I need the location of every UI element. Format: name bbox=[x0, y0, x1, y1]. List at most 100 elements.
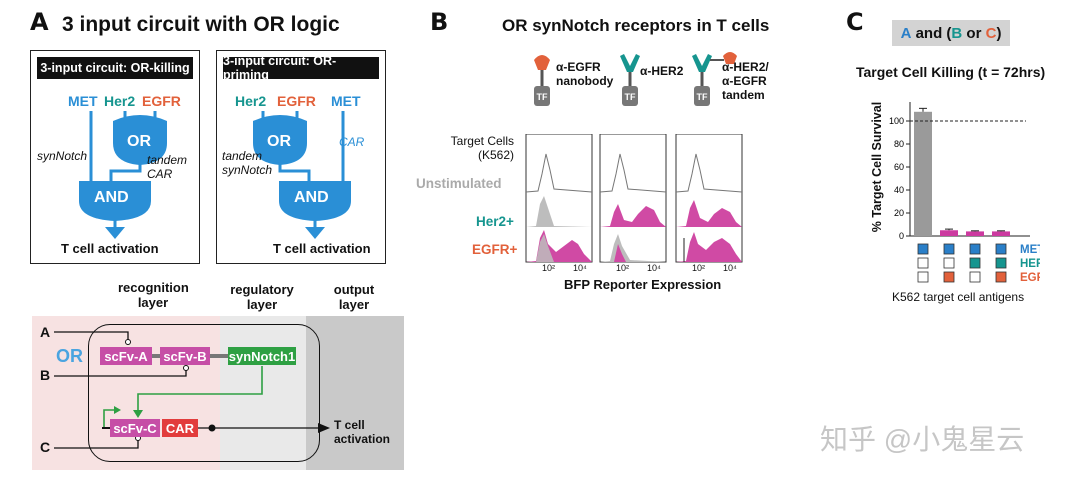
killing-bar-chart: 020406080100METHER2EGFR bbox=[889, 102, 1040, 284]
tick-100-col3: 10² bbox=[692, 263, 706, 273]
unstimulated-label: Unstimulated bbox=[416, 176, 502, 191]
or-priming-circuit bbox=[253, 111, 351, 239]
her2-label: Her2 bbox=[104, 93, 136, 109]
antigen-square bbox=[969, 243, 981, 255]
met-label: MET bbox=[331, 93, 361, 109]
or-priming-header: 3-input circuit: OR-priming bbox=[223, 54, 379, 82]
her2-row-label: Her2+ bbox=[476, 214, 514, 229]
logic-c: C bbox=[985, 24, 997, 42]
tf-text: TF bbox=[537, 92, 548, 102]
input-c-label: C bbox=[40, 439, 51, 455]
panel-a-letter: A bbox=[30, 8, 49, 36]
synnotch-label: synNotch bbox=[37, 149, 88, 163]
antigen-square bbox=[943, 271, 955, 283]
logic-a: A bbox=[900, 24, 912, 42]
or-killing-header: 3-input circuit: OR-killing bbox=[37, 57, 193, 79]
or-logic-label: OR bbox=[56, 346, 83, 366]
y-tick-label: 80 bbox=[894, 139, 904, 149]
or-killing-circuit bbox=[79, 111, 167, 239]
egfr-label: EGFR bbox=[142, 93, 181, 109]
antigen-square bbox=[917, 271, 929, 283]
or-gate-label: OR bbox=[127, 133, 151, 150]
panel-c-letter: C bbox=[846, 8, 864, 36]
logic-badge: A and (B or C) bbox=[892, 20, 1010, 46]
antigen-label: HER2 bbox=[1020, 258, 1040, 270]
bfp-xlabel: BFP Reporter Expression bbox=[564, 277, 722, 292]
or-priming-box: 3-input circuit: OR-priming Her2 EGFR ME… bbox=[216, 50, 386, 264]
bar bbox=[914, 111, 932, 236]
tandem-label: tandem bbox=[147, 153, 188, 167]
panel-b-letter: B bbox=[430, 8, 449, 36]
car-label: CAR bbox=[339, 135, 365, 149]
antigen-square bbox=[943, 257, 955, 269]
synnotch-label: synNotch bbox=[222, 163, 273, 177]
schematic-output-label: T cell activation bbox=[334, 418, 391, 446]
regulatory-layer-bg bbox=[220, 316, 306, 470]
output-layer-bg bbox=[306, 316, 404, 470]
tick-10000-col2: 10⁴ bbox=[647, 263, 661, 273]
y-tick-label: 40 bbox=[894, 185, 904, 195]
egfr-row-label: EGFR+ bbox=[472, 242, 518, 257]
logic-or: or bbox=[962, 24, 986, 42]
antigen-square bbox=[995, 243, 1007, 255]
tf-text: TF bbox=[625, 92, 636, 102]
antigen-square bbox=[995, 271, 1007, 283]
antigen-xlabel: K562 target cell antigens bbox=[892, 290, 1025, 304]
tandem-receptor-icon: TF bbox=[692, 52, 737, 106]
scfv-a-tag: scFv-A bbox=[100, 347, 152, 365]
target-cells-label: Target Cells (K562) bbox=[450, 134, 514, 162]
tick-10000-col1: 10⁴ bbox=[573, 263, 587, 273]
recognition-layer-label: recognition layer bbox=[118, 280, 189, 310]
output-layer-label: output layer bbox=[333, 282, 375, 312]
tf-text: TF bbox=[697, 92, 708, 102]
bar bbox=[992, 231, 1010, 236]
car-label: CAR bbox=[147, 167, 173, 181]
cell-membrane bbox=[88, 324, 320, 462]
antigen-label: EGFR bbox=[1020, 272, 1040, 284]
logic-b: B bbox=[951, 24, 963, 42]
panel-b-title: OR synNotch receptors in T cells bbox=[502, 16, 770, 35]
prime-output-label: T cell activation bbox=[273, 241, 371, 256]
regulatory-layer-label: regulatory layer bbox=[230, 282, 294, 312]
antigen-square bbox=[917, 243, 929, 255]
y-tick-label: 100 bbox=[889, 116, 904, 126]
input-b-label: B bbox=[40, 367, 51, 383]
antigen-square bbox=[917, 257, 929, 269]
antigen-square bbox=[969, 257, 981, 269]
tandem-label: tandem bbox=[222, 149, 263, 163]
antigen-square bbox=[969, 271, 981, 283]
flow-histograms bbox=[525, 134, 743, 263]
tick-100-col2: 10² bbox=[616, 263, 630, 273]
scfv-b-tag: scFv-B bbox=[160, 347, 210, 365]
synnotch1-tag: synNotch1 bbox=[228, 347, 296, 365]
input-a-label: A bbox=[40, 324, 51, 340]
schematic-wires bbox=[54, 331, 330, 449]
her2-label: Her2 bbox=[235, 93, 267, 109]
scfv-c-tag: scFv-C bbox=[110, 419, 160, 437]
receptor-3-label: α-HER2/ α-EGFR tandem bbox=[722, 60, 769, 102]
logic-and: and ( bbox=[911, 24, 952, 42]
egfr-label: EGFR bbox=[277, 93, 316, 109]
y-tick-label: 20 bbox=[894, 208, 904, 218]
tick-10000-col3: 10⁴ bbox=[723, 263, 737, 273]
her2-receptor-icon: TF bbox=[620, 54, 640, 106]
and-gate-label: AND bbox=[294, 189, 329, 206]
y-tick-label: 60 bbox=[894, 162, 904, 172]
met-label: MET bbox=[68, 93, 98, 109]
chart-title: Target Cell Killing (t = 72hrs) bbox=[856, 64, 1046, 80]
bar bbox=[966, 231, 984, 236]
receptor-2-label: α-HER2 bbox=[640, 64, 684, 78]
antigen-label: MET bbox=[1020, 244, 1040, 256]
or-gate-label: OR bbox=[267, 133, 291, 150]
kill-output-label: T cell activation bbox=[61, 241, 159, 256]
receptor-icons: TF TF TF bbox=[534, 52, 737, 106]
egfr-nanobody-receptor-icon: TF bbox=[534, 55, 550, 106]
bar bbox=[940, 230, 958, 236]
antigen-square bbox=[943, 243, 955, 255]
panel-a-title: 3 input circuit with OR logic bbox=[62, 13, 340, 36]
receptor-1-label: α-EGFR nanobody bbox=[556, 60, 614, 88]
watermark-text: 知乎 @小鬼星云 bbox=[820, 424, 1025, 455]
antigen-square bbox=[995, 257, 1007, 269]
car-tag: CAR bbox=[162, 419, 198, 437]
tick-100-col1: 10² bbox=[542, 263, 556, 273]
